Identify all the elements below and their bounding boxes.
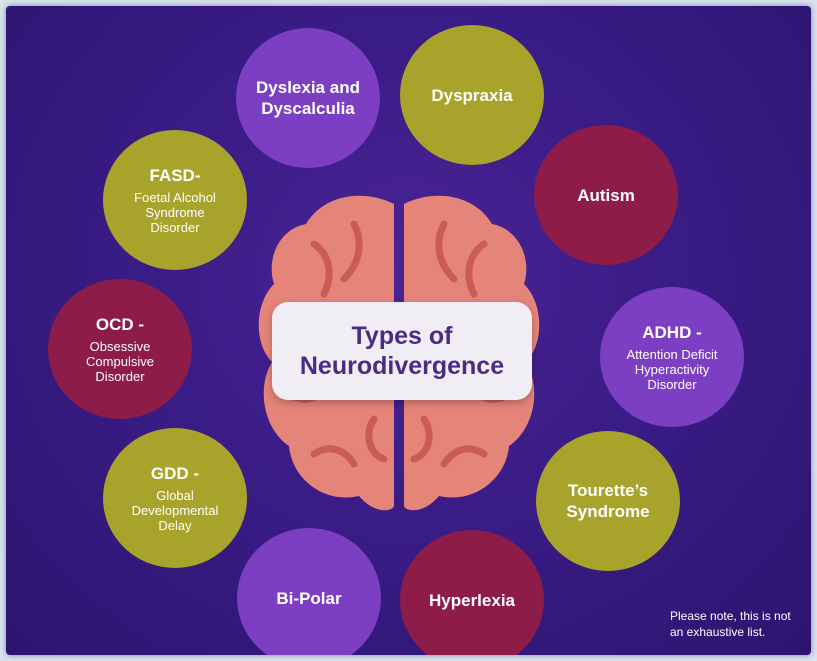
bubble-ocd: OCD - Obsessive Compulsive Disorder	[48, 279, 192, 419]
bubble-description: Global Developmental Delay	[131, 488, 219, 533]
bubble-title: OCD -	[95, 315, 145, 334]
disclaimer-note: Please note, this is not an exhaustive l…	[670, 609, 791, 639]
bubble-title: FASD-	[149, 166, 201, 185]
poster-background: Types of Neurodivergence Dyslexia and Dy…	[6, 6, 811, 655]
bubble-title: Autism	[577, 185, 635, 205]
bubble-bipolar: Bi-Polar	[237, 528, 381, 655]
bubble-title: GDD -	[150, 464, 200, 483]
center-title: Types of Neurodivergence	[299, 322, 505, 380]
bubble-title: ADHD -	[642, 323, 702, 342]
bubble-dyslexia: Dyslexia and Dyscalculia	[236, 28, 380, 168]
bubble-adhd: ADHD - Attention Deficit Hyperactivity D…	[600, 287, 744, 427]
bubble-tourettes: Tourette’s Syndrome	[536, 431, 680, 571]
bubble-title: Hyperlexia	[429, 590, 515, 610]
bubble-fasd: FASD- Foetal Alcohol Syndrome Disorder	[103, 130, 247, 270]
bubble-description: Foetal Alcohol Syndrome Disorder	[134, 190, 216, 235]
bubble-hyperlexia: Hyperlexia	[400, 530, 544, 655]
bubble-title: Dyspraxia	[431, 85, 513, 105]
bubble-dyspraxia: Dyspraxia	[400, 25, 544, 165]
center-title-box: Types of Neurodivergence	[272, 302, 532, 400]
bubble-autism: Autism	[534, 125, 678, 265]
bubble-title: Bi-Polar	[276, 588, 342, 608]
bubble-title: Dyslexia and Dyscalculia	[256, 78, 360, 118]
bubble-description: Obsessive Compulsive Disorder	[86, 339, 154, 384]
bubble-description: Attention Deficit Hyperactivity Disorder	[626, 347, 718, 392]
bubble-gdd: GDD - Global Developmental Delay	[103, 428, 247, 568]
bubble-title: Tourette’s Syndrome	[566, 481, 650, 521]
